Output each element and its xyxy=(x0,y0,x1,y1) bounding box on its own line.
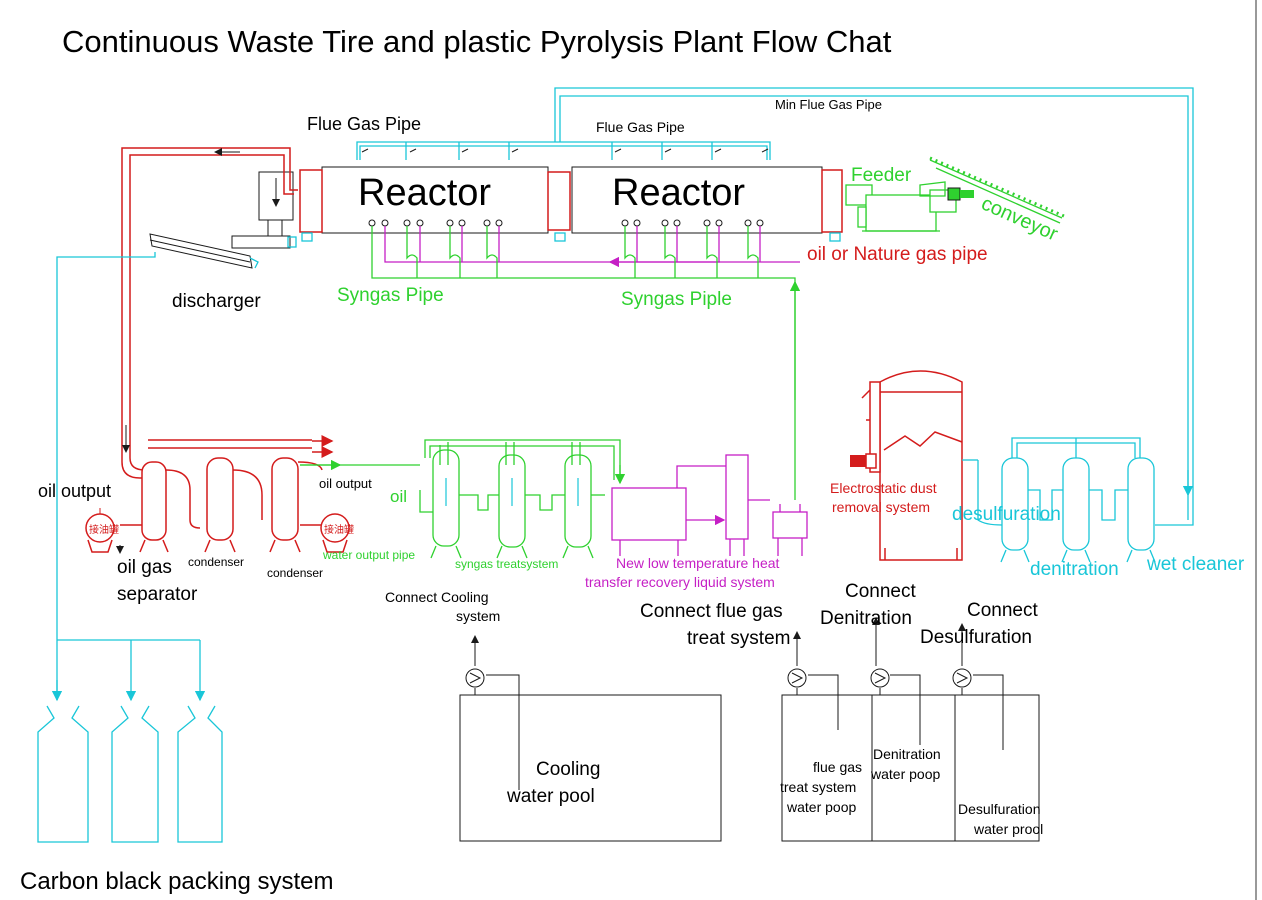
syngas-piple-label: Syngas Piple xyxy=(621,289,732,310)
feeder xyxy=(845,181,957,232)
syngas-treat-label: syngas treatsystem xyxy=(455,557,558,571)
oil-gas-separator-label-2: separator xyxy=(117,584,198,605)
condenser-label-1: condenser xyxy=(188,555,244,569)
oil-gas-pipe xyxy=(384,226,800,268)
syngas-treat-system xyxy=(300,439,626,559)
treat-water-pools xyxy=(781,617,1040,842)
carbon-black-bags xyxy=(37,705,223,843)
page-title: Continuous Waste Tire and plastic Pyroly… xyxy=(62,24,892,59)
conveyor-label: conveyor xyxy=(978,192,1061,245)
wet-cleaner-label: wet cleaner xyxy=(1146,554,1245,575)
desulf-pool-label-2: water prool xyxy=(973,821,1043,837)
electrostatic-label-2: removal system xyxy=(832,499,930,515)
reactor-2-label: Reactor xyxy=(612,172,745,214)
connect-flue-label: Connect flue gas xyxy=(640,601,783,622)
reactor-supports xyxy=(301,232,841,242)
carbon-black-label: Carbon black packing system xyxy=(20,868,333,895)
connect-cooling-label: Connect Cooling xyxy=(385,589,489,605)
desulf-pool-label: Desulfuration xyxy=(958,801,1041,817)
flue-gas-treat-towers xyxy=(962,437,1156,563)
discharger-label: discharger xyxy=(172,291,261,312)
water-output-pipe-label: water output pipe xyxy=(322,548,415,562)
connect-desulf-label: Connect xyxy=(967,600,1038,621)
carbon-black-lines xyxy=(51,252,206,702)
oil-short-label: oil xyxy=(390,487,407,506)
oil-gas-separator-label: oil gas xyxy=(117,557,172,578)
oil-tank-2-glyph: 接油罐 xyxy=(324,523,354,536)
feeder-label: Feeder xyxy=(851,165,912,186)
flue-gas-pipes xyxy=(356,87,1194,526)
oil-gas-separator: 接油罐 接油罐 xyxy=(85,435,354,554)
denit-pool-label: Denitration xyxy=(873,746,941,762)
heat-recovery-label-2: transfer recovery liquid system xyxy=(585,574,775,590)
min-flue-gas-pipe-label: Min Flue Gas Pipe xyxy=(775,97,882,112)
reactor-1 xyxy=(299,166,571,234)
connect-flue-label-2: treat system xyxy=(687,628,790,649)
desulfuration-label: desulfuration xyxy=(952,504,1061,525)
discharger xyxy=(149,171,297,269)
cooling-pool-label-2: water pool xyxy=(506,786,595,807)
flue-pool-label: flue gas xyxy=(813,759,862,775)
oil-output-label-2: oil output xyxy=(319,476,372,491)
flue-gas-pipe-label: Flue Gas Pipe xyxy=(307,114,421,134)
denitration-label: denitration xyxy=(1030,559,1119,580)
connect-cooling-label-2: system xyxy=(456,608,500,624)
heat-recovery-label: New low temperature heat xyxy=(616,555,780,571)
connect-denit-label: Connect xyxy=(845,581,916,602)
flue-pool-label-3: water poop xyxy=(786,799,856,815)
oil-gas-pipe-label: oil or Nature gas pipe xyxy=(807,244,988,265)
syngas-pipe xyxy=(371,226,801,500)
oil-output-label: oil output xyxy=(38,481,111,501)
cooling-water-pool xyxy=(459,635,722,842)
heat-recovery-system xyxy=(611,454,808,556)
flue-gas-pipe-label-2: Flue Gas Pipe xyxy=(596,119,685,135)
conveyor xyxy=(929,156,1065,224)
reactor-1-label: Reactor xyxy=(358,172,491,214)
reactor-2 xyxy=(571,166,843,234)
connect-denit-label-2: Denitration xyxy=(820,608,912,629)
flue-pool-label-2: treat system xyxy=(780,779,856,795)
cooling-pool-label: Cooling xyxy=(536,759,600,780)
electrostatic-label: Electrostatic dust xyxy=(830,480,937,496)
oil-tank-1-glyph: 接油罐 xyxy=(89,523,119,536)
condenser-label-2: condenser xyxy=(267,566,323,580)
connect-desulf-label-2: Desulfuration xyxy=(920,627,1032,648)
syngas-pipe-label: Syngas Pipe xyxy=(337,285,444,306)
denit-pool-label-2: water poop xyxy=(870,766,940,782)
electrostatic-dust-removal xyxy=(850,370,963,561)
